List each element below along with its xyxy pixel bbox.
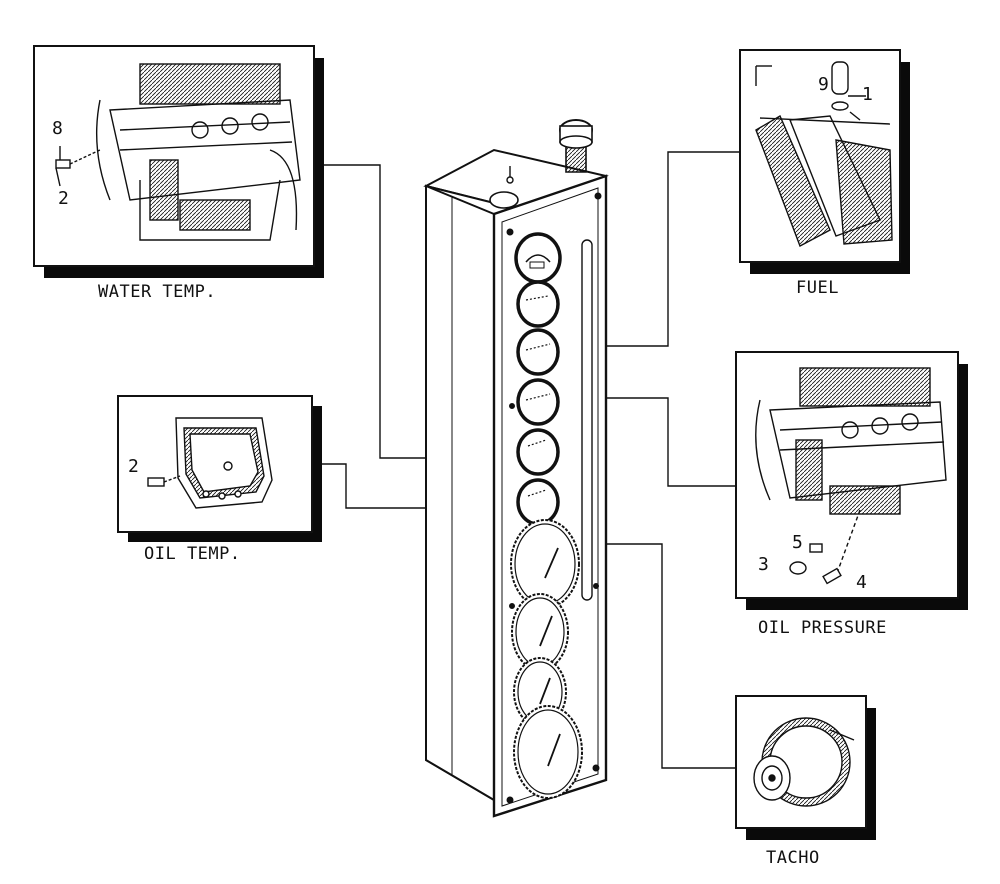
callout-oil-pressure-3: 3 <box>758 554 770 575</box>
gauge-1 <box>514 232 562 284</box>
gauge-6 <box>516 478 560 526</box>
oil-pan-illustration <box>147 417 273 509</box>
fuel-frame <box>739 49 910 274</box>
connector-tacho <box>582 543 740 769</box>
oil-pressure-frame <box>735 351 968 610</box>
connector-oil-pressure <box>560 397 740 487</box>
small-gauges <box>514 232 562 526</box>
gauge-8 <box>511 593 569 671</box>
alternator-illustration <box>753 717 855 807</box>
label-fuel: FUEL <box>796 278 839 298</box>
fuel-tank-illustration <box>755 61 893 247</box>
gauge-5 <box>516 428 560 476</box>
callout-oil-pressure-5: 5 <box>792 532 804 553</box>
oil-temp-frame <box>117 395 322 542</box>
connector-fuel <box>560 151 740 347</box>
gauge-panel <box>423 119 609 818</box>
callout-water-temp-8: 8 <box>52 118 64 139</box>
callout-fuel-1: 1 <box>862 84 874 105</box>
water-temp-frame <box>33 45 324 278</box>
gauge-10 <box>513 705 583 799</box>
gauge-2 <box>516 280 560 328</box>
large-gauges <box>510 519 583 799</box>
callout-water-temp-2: 2 <box>58 188 70 209</box>
gauge-7 <box>510 519 580 609</box>
label-water-temp: WATER TEMP. <box>98 282 217 302</box>
callout-oil-temp-2: 2 <box>128 456 140 477</box>
gauge-4 <box>516 378 560 426</box>
label-oil-pressure: OIL PRESSURE <box>758 618 887 638</box>
water-temp-sensor <box>55 146 101 187</box>
label-oil-temp: OIL TEMP. <box>144 544 241 564</box>
tacho-frame <box>735 695 876 840</box>
label-tacho: TACHO <box>766 848 820 868</box>
callout-fuel-9: 9 <box>818 74 830 95</box>
gauge-3 <box>516 328 560 376</box>
callout-oil-pressure-4: 4 <box>856 572 868 593</box>
engine-illustration <box>95 63 301 241</box>
engine-illustration-2 <box>755 367 947 577</box>
oil-pressure-parts <box>789 543 842 585</box>
